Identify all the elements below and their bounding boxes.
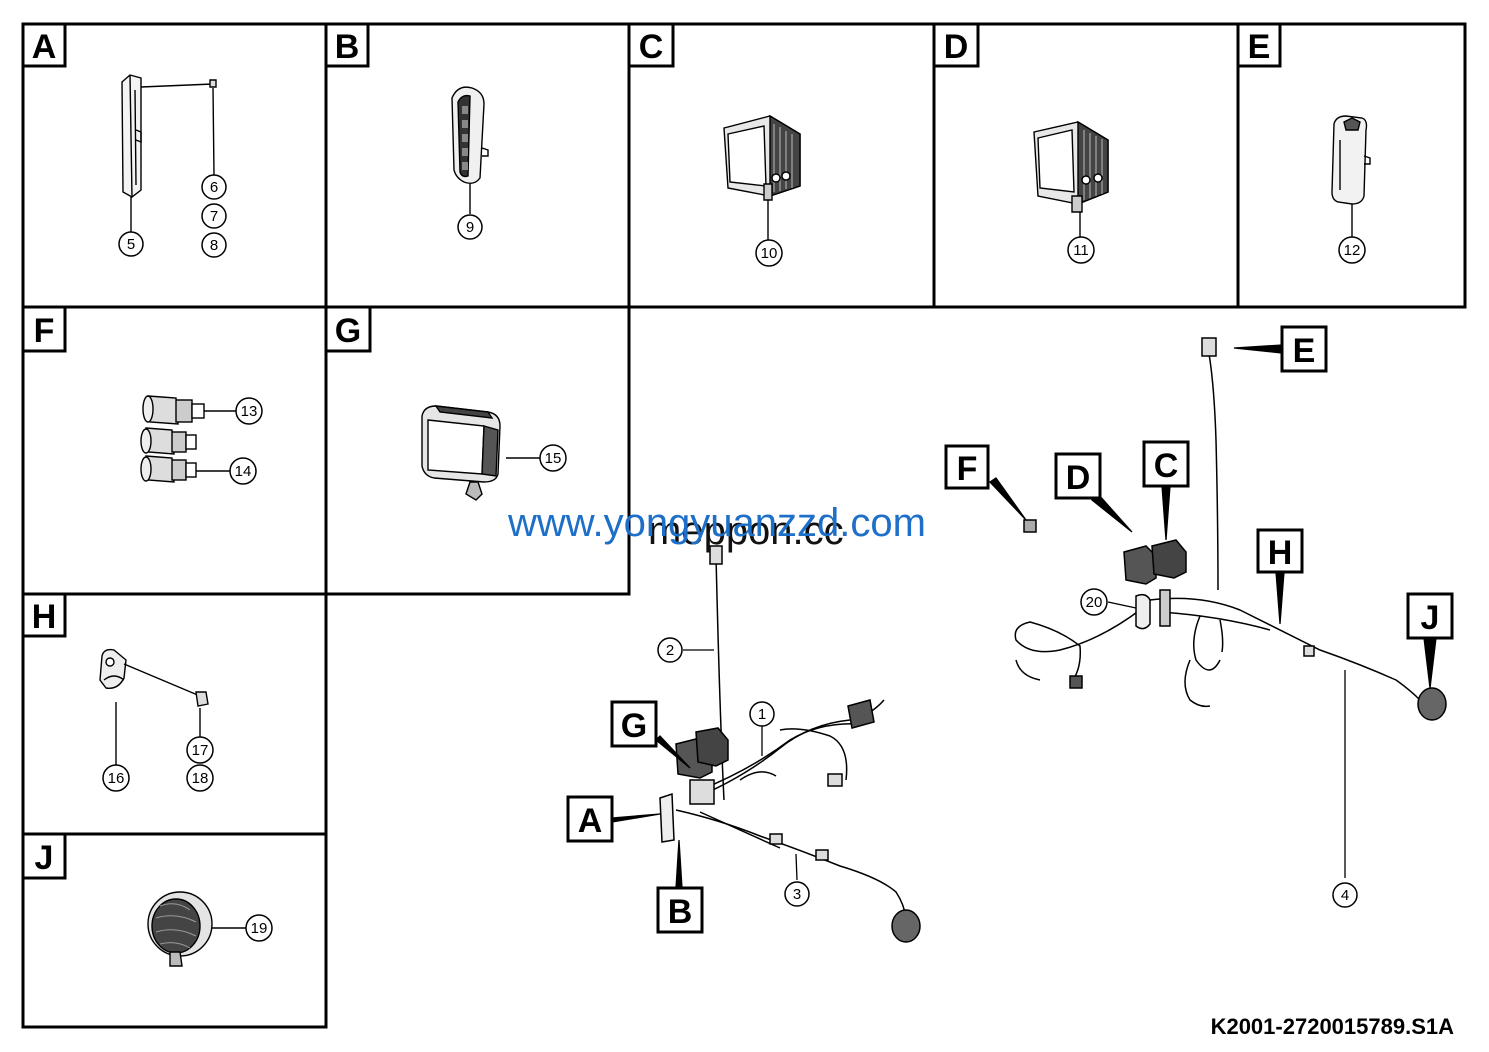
- callout-17: 17: [186, 736, 214, 764]
- svg-text:G: G: [621, 707, 647, 745]
- panel-frames: [21, 22, 1467, 1029]
- assembly-label-j: J: [1406, 592, 1454, 640]
- work-light-d: [1033, 120, 1109, 237]
- pressure-switch-upper: [142, 395, 236, 425]
- panel-label-e: E: [1236, 22, 1282, 68]
- assembly-label-b: B: [656, 886, 704, 934]
- pressure-switch-middle: [140, 427, 197, 455]
- assembly-label-c: C: [1142, 440, 1190, 488]
- panel-label-h: H: [21, 592, 67, 638]
- callout-9: 9: [457, 214, 483, 240]
- panel-letter: H: [32, 598, 57, 636]
- svg-text:B: B: [668, 893, 693, 931]
- panel-letter: F: [34, 312, 55, 350]
- svg-text:2: 2: [666, 642, 674, 659]
- svg-text:D: D: [1066, 459, 1091, 497]
- panel-label-f: F: [21, 305, 67, 353]
- panel-label-j: J: [21, 832, 67, 880]
- callout-11: 11: [1067, 236, 1095, 264]
- panel-letter: B: [335, 28, 360, 66]
- callout-2: 2: [657, 637, 683, 663]
- watermark-secondary: meppon.cc: [648, 509, 844, 553]
- svg-text:16: 16: [108, 770, 125, 787]
- callout-1: 1: [749, 701, 775, 727]
- leader-lines-right: [988, 344, 1437, 878]
- assembly-label-f: F: [944, 444, 990, 490]
- callout-3: 3: [784, 881, 810, 907]
- svg-text:1: 1: [758, 706, 766, 723]
- callout-20: 20: [1080, 588, 1108, 616]
- svg-text:19: 19: [251, 920, 268, 937]
- panel-label-c: C: [627, 22, 675, 68]
- work-light-c: [723, 114, 801, 240]
- callout-14: 14: [229, 457, 257, 485]
- svg-text:5: 5: [127, 236, 135, 253]
- callout-7: 7: [201, 203, 227, 229]
- svg-text:8: 8: [210, 237, 218, 254]
- side-marker-light: [121, 74, 217, 232]
- panel-label-g: G: [324, 305, 372, 353]
- harness-left: [659, 545, 921, 943]
- harness-right: [1014, 337, 1447, 721]
- round-work-light: [147, 891, 246, 967]
- panel-letter: J: [35, 839, 54, 877]
- svg-text:12: 12: [1344, 242, 1361, 259]
- callout-10: 10: [755, 239, 783, 267]
- svg-text:4: 4: [1341, 887, 1349, 904]
- callout-6: 6: [201, 174, 227, 200]
- callout-4: 4: [1332, 882, 1358, 908]
- svg-text:C: C: [1154, 447, 1179, 485]
- led-marker-light: [451, 86, 489, 214]
- svg-text:E: E: [1293, 332, 1316, 370]
- panel-label-b: B: [324, 22, 370, 68]
- svg-text:10: 10: [761, 245, 778, 262]
- callout-12: 12: [1338, 236, 1366, 264]
- svg-text:15: 15: [545, 450, 562, 467]
- svg-text:3: 3: [793, 886, 801, 903]
- svg-text:F: F: [957, 450, 978, 488]
- panel-letter: D: [944, 28, 969, 66]
- svg-text:11: 11: [1073, 242, 1089, 259]
- svg-text:7: 7: [210, 208, 218, 225]
- svg-text:H: H: [1268, 534, 1293, 572]
- svg-text:9: 9: [466, 219, 474, 236]
- leader-lines-left: [611, 649, 798, 889]
- assembly-label-e: E: [1280, 325, 1328, 373]
- assembly-label-g: G: [610, 700, 658, 748]
- callout-16: 16: [102, 764, 130, 792]
- svg-text:A: A: [578, 802, 603, 840]
- assembly-label-h: H: [1256, 528, 1304, 574]
- callout-19: 19: [245, 914, 273, 942]
- svg-text:J: J: [1421, 599, 1440, 637]
- assembly-label-d: D: [1054, 452, 1102, 500]
- pressure-switch-lower: [140, 455, 230, 483]
- panel-letter: G: [335, 312, 361, 350]
- panel-label-d: D: [932, 22, 980, 68]
- svg-text:6: 6: [210, 179, 218, 196]
- license-plate-light: [1331, 115, 1371, 237]
- watermark-primary: www.yongyuanzzd.com: [507, 501, 926, 545]
- panel-letter: E: [1248, 28, 1271, 66]
- assembly-label-a: A: [566, 795, 614, 843]
- rectangular-work-light: [421, 405, 540, 501]
- callout-5: 5: [118, 231, 144, 257]
- svg-text:14: 14: [235, 463, 252, 480]
- panel-label-a: A: [21, 22, 67, 68]
- panel-letter: A: [32, 28, 57, 66]
- callout-15: 15: [539, 444, 567, 472]
- callout-18: 18: [186, 764, 214, 792]
- figure-code: K2001-2720015789.S1A: [1211, 1014, 1455, 1039]
- svg-text:17: 17: [192, 742, 209, 759]
- callout-13: 13: [235, 397, 263, 425]
- svg-text:20: 20: [1086, 594, 1103, 611]
- mounting-bracket: [99, 648, 209, 765]
- svg-text:18: 18: [192, 770, 209, 787]
- svg-text:13: 13: [241, 403, 258, 420]
- callout-8: 8: [201, 232, 227, 258]
- panel-letter: C: [639, 28, 664, 66]
